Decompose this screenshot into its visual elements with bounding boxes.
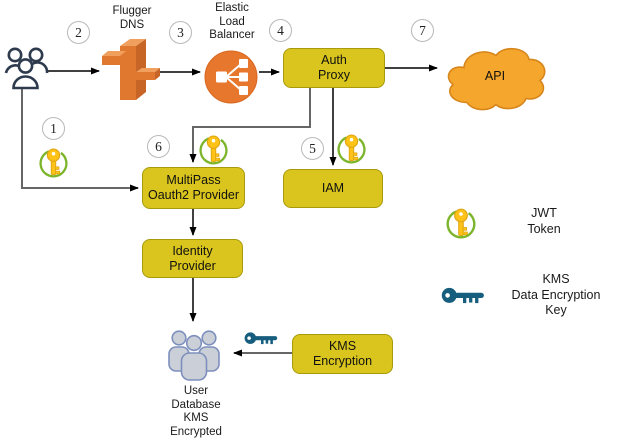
users-icon bbox=[4, 47, 49, 90]
dns-router-icon bbox=[102, 39, 160, 100]
kms-encryption-node: KMS Encryption bbox=[292, 334, 393, 374]
multipass-oauth2-node: MultiPass Oauth2 Provider bbox=[142, 167, 245, 209]
step-badge-2: 2 bbox=[67, 21, 90, 44]
jwt-key-icon-step5 bbox=[337, 134, 366, 164]
auth-proxy-node: Auth Proxy bbox=[283, 48, 385, 88]
kms-key-icon-small bbox=[244, 332, 278, 345]
jwt-token-legend-label: JWT Token bbox=[527, 206, 561, 236]
step-badge-3: 3 bbox=[169, 21, 192, 44]
iam-node: IAM bbox=[283, 169, 383, 208]
step-badge-5: 5 bbox=[301, 137, 324, 160]
step-badge-7: 7 bbox=[411, 19, 434, 42]
step-badge-4: 4 bbox=[269, 19, 292, 42]
jwt-key-icon-step6 bbox=[199, 135, 228, 165]
flugger-dns-label: Flugger DNS bbox=[112, 5, 152, 31]
api-label: API bbox=[484, 69, 506, 83]
user-database-icon bbox=[168, 330, 220, 381]
elb-label: Elastic Load Balancer bbox=[209, 2, 255, 41]
jwt-token-key-icon bbox=[446, 208, 476, 239]
step-badge-1: 1 bbox=[42, 117, 65, 140]
cloud-icon bbox=[447, 47, 546, 111]
identity-provider-node: Identity Provider bbox=[142, 239, 243, 278]
step-badge-6: 6 bbox=[147, 135, 170, 158]
kms-key-legend-label: KMS Data Encryption Key bbox=[511, 272, 601, 317]
api-cloud: API bbox=[441, 39, 549, 117]
user-database-label: User Database KMS Encrypted bbox=[170, 385, 222, 438]
jwt-key-icon-step1 bbox=[39, 148, 68, 178]
kms-data-encryption-key-icon bbox=[441, 287, 484, 304]
load-balancer-icon bbox=[204, 50, 258, 104]
